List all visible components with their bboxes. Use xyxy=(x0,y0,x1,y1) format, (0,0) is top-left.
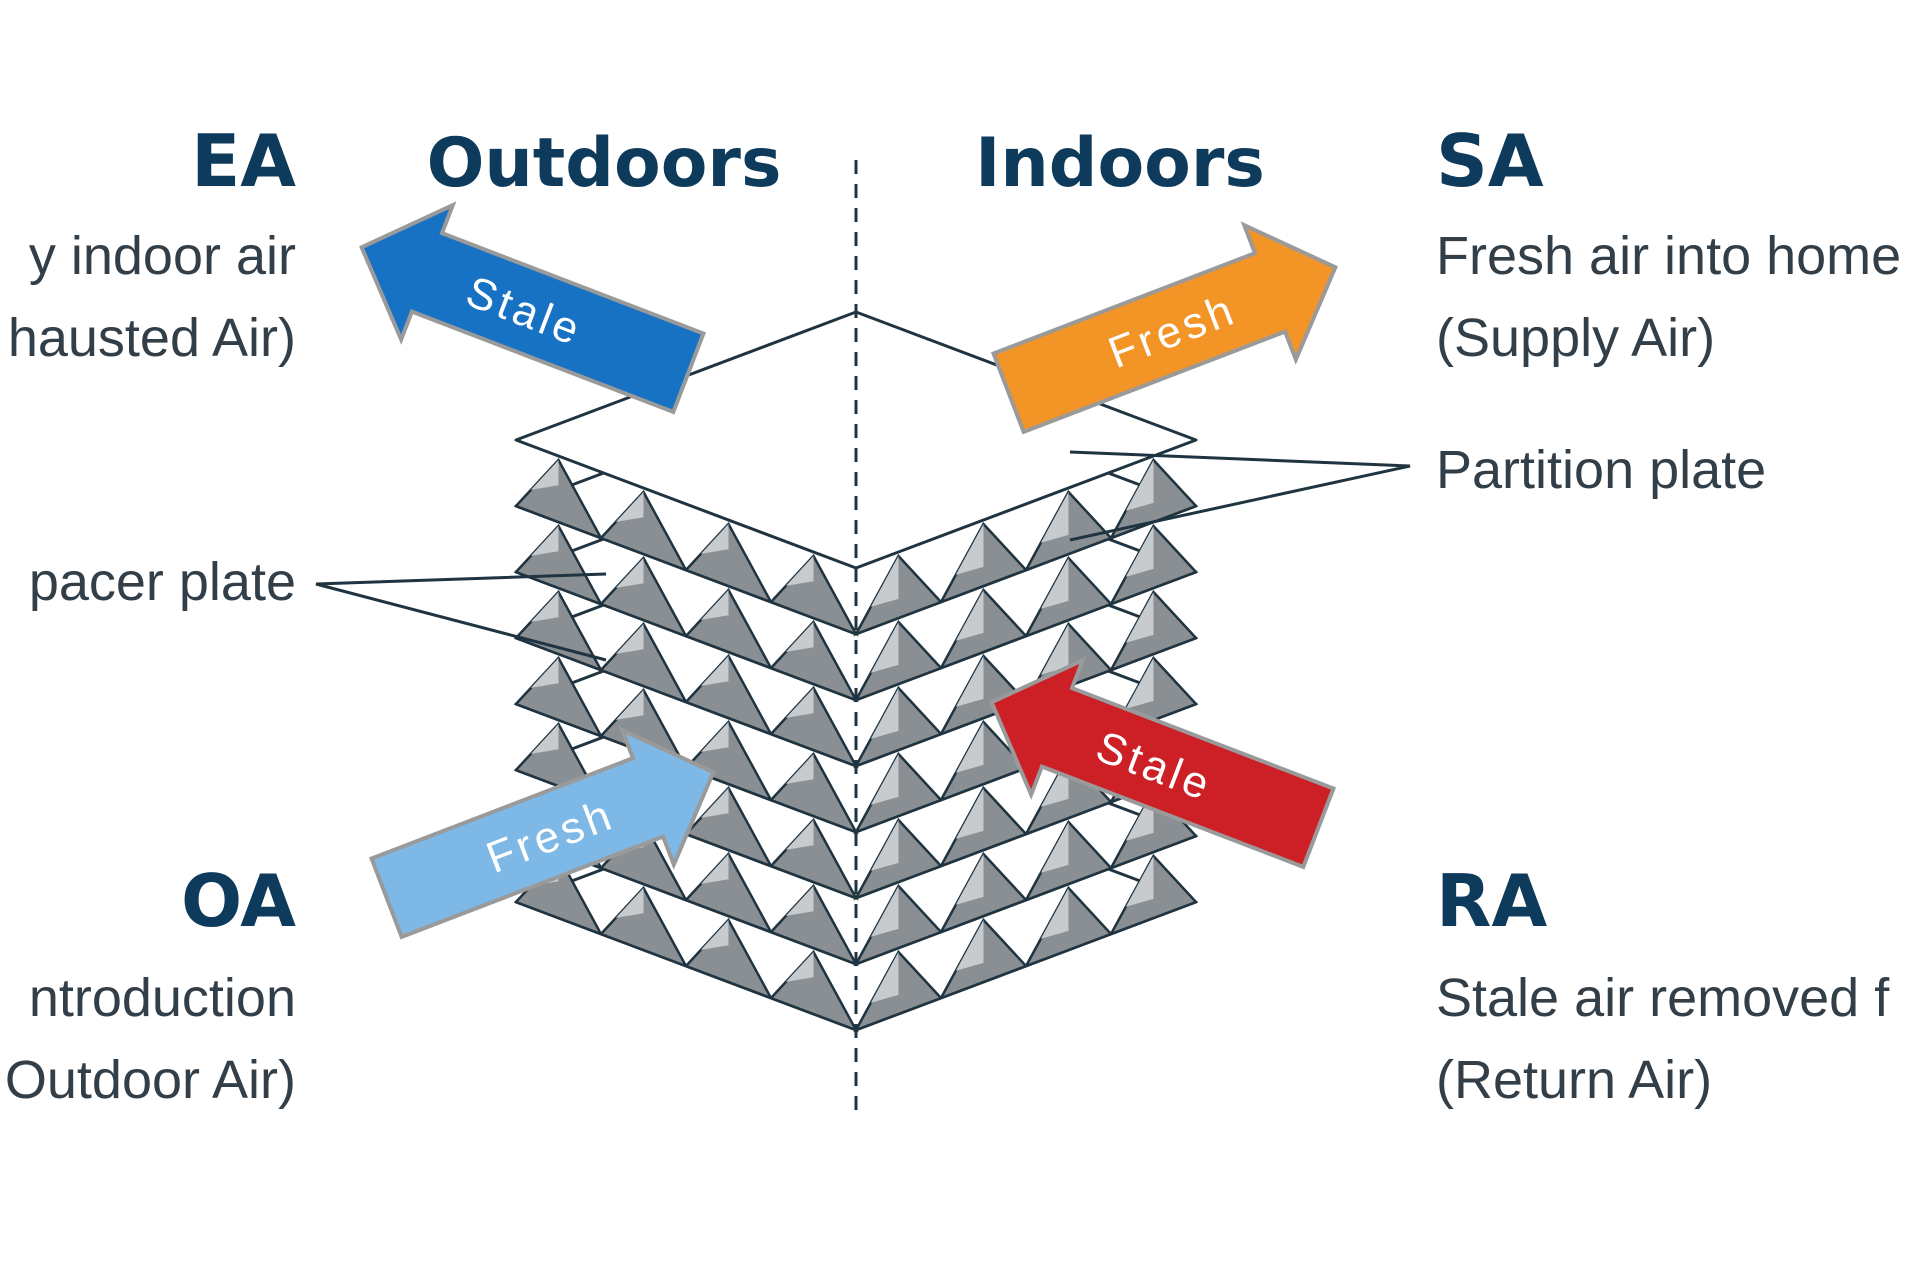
spacer-fin xyxy=(683,587,774,671)
spacer-fin-highlight xyxy=(785,556,814,586)
spacer-fin-highlight xyxy=(955,854,984,905)
spacer-fin-highlight xyxy=(955,590,984,641)
spacer-fin-highlight xyxy=(1125,790,1154,841)
spacer-fin xyxy=(768,883,859,967)
spacer-fin-highlight xyxy=(785,754,814,784)
spacer-fin-highlight xyxy=(1125,460,1154,511)
spacer-fin xyxy=(768,685,859,769)
ea-description-line2: hausted Air) xyxy=(8,308,296,368)
sa-description-line2: (Supply Air) xyxy=(1436,308,1715,368)
spacer-fin-highlight xyxy=(615,558,644,588)
spacer-fin-highlight xyxy=(870,556,899,607)
spacer-fin-highlight xyxy=(530,658,559,688)
oa-description-line1: ntroduction xyxy=(29,968,296,1028)
spacer-fin-highlight xyxy=(530,526,559,556)
fresh-supply-arrow: Fresh xyxy=(990,221,1338,435)
spacer-fin-highlight xyxy=(870,886,899,937)
spacer-fin-highlight xyxy=(700,524,729,554)
spacer-fin-highlight xyxy=(530,724,559,754)
spacer-fin-highlight xyxy=(1125,658,1154,709)
spacer-fin xyxy=(598,621,689,705)
spacer-fin xyxy=(513,523,604,607)
spacer-fin xyxy=(768,817,859,901)
spacer-fin xyxy=(598,489,689,573)
spacer-fin-highlight xyxy=(785,622,814,652)
spacer-fin-highlight xyxy=(955,656,984,707)
spacer-fin xyxy=(683,719,774,803)
spacer-fin-highlight xyxy=(530,592,559,622)
partition-plate-leader xyxy=(1069,450,1411,542)
spacer-fin-highlight xyxy=(1040,756,1069,807)
spacer-fin xyxy=(598,555,689,639)
spacer-fin-highlight xyxy=(955,524,984,575)
spacer-fin-highlight xyxy=(870,952,899,1003)
spacer-fin xyxy=(768,619,859,703)
spacer-fin-highlight xyxy=(785,952,814,982)
spacer-fin xyxy=(768,553,859,637)
spacer-fin-highlight xyxy=(1040,492,1069,543)
spacer-fin-highlight xyxy=(870,820,899,871)
ea-code: EA xyxy=(191,119,296,203)
spacer-plate-label: pacer plate xyxy=(29,552,296,612)
spacer-fin-highlight xyxy=(530,460,559,490)
spacer-fin-highlight xyxy=(700,722,729,752)
spacer-fin-highlight xyxy=(870,688,899,739)
spacer-fin-highlight xyxy=(955,722,984,773)
sa-code: SA xyxy=(1436,119,1544,203)
callout-leaders xyxy=(315,450,1411,662)
spacer-fin xyxy=(683,521,774,605)
spacer-fin-highlight xyxy=(615,624,644,654)
stale-exhaust-arrow: Stale xyxy=(359,201,707,415)
spacer-fin-highlight xyxy=(1040,624,1069,675)
spacer-fin-highlight xyxy=(615,888,644,918)
spacer-fin-highlight xyxy=(700,788,729,818)
spacer-fin xyxy=(768,949,859,1033)
outdoors-heading: Outdoors xyxy=(427,124,782,203)
spacer-fin xyxy=(683,851,774,935)
spacer-fin-highlight xyxy=(785,820,814,850)
spacer-plate-leader xyxy=(315,572,607,662)
spacer-fin-highlight xyxy=(1040,822,1069,873)
oa-description-line2: Outdoor Air) xyxy=(5,1050,296,1110)
ra-code: RA xyxy=(1436,859,1547,943)
spacer-fin xyxy=(683,653,774,737)
ra-description-line2: (Return Air) xyxy=(1436,1050,1712,1110)
partition-plate-label: Partition plate xyxy=(1436,440,1766,500)
indoors-heading: Indoors xyxy=(975,124,1265,203)
spacer-fin-highlight xyxy=(1040,558,1069,609)
spacer-fin-highlight xyxy=(700,656,729,686)
spacer-fin-highlight xyxy=(870,754,899,805)
spacer-fin-highlight xyxy=(615,492,644,522)
oa-code: OA xyxy=(181,859,296,943)
ra-description-line1: Stale air removed f xyxy=(1436,968,1890,1028)
sa-description-line1: Fresh air into home xyxy=(1436,226,1901,286)
spacer-fin-highlight xyxy=(700,854,729,884)
spacer-fin-highlight xyxy=(955,920,984,971)
spacer-fin-highlight xyxy=(700,590,729,620)
spacer-fin-highlight xyxy=(1125,592,1154,643)
spacer-fin xyxy=(683,785,774,869)
spacer-fin-highlight xyxy=(870,622,899,673)
spacer-fin xyxy=(513,655,604,739)
spacer-fin-highlight xyxy=(955,788,984,839)
spacer-fin-highlight xyxy=(785,886,814,916)
spacer-fin xyxy=(598,885,689,969)
spacer-fin-highlight xyxy=(785,688,814,718)
ea-description-line1: y indoor air xyxy=(29,226,296,286)
spacer-fin-highlight xyxy=(700,920,729,950)
spacer-fin-highlight xyxy=(1040,888,1069,939)
spacer-fin-highlight xyxy=(1125,856,1154,907)
spacer-fin xyxy=(768,751,859,835)
spacer-fin-highlight xyxy=(1125,526,1154,577)
spacer-fin-highlight xyxy=(615,690,644,720)
spacer-fin xyxy=(513,589,604,673)
spacer-fin xyxy=(683,917,774,1001)
